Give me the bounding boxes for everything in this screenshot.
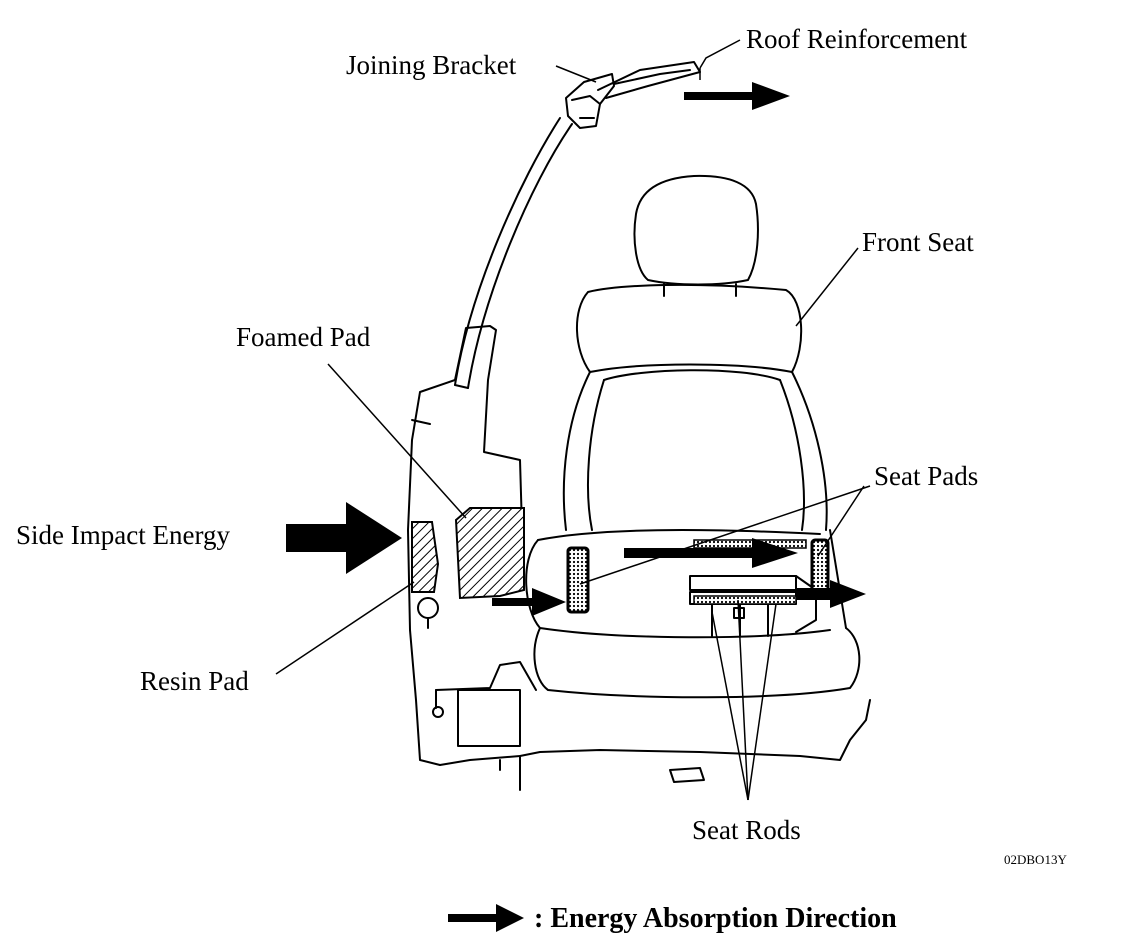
legend-arrow xyxy=(448,904,524,932)
resin-pad-label: Resin Pad xyxy=(140,666,249,696)
seat-back xyxy=(562,369,828,531)
joining-bracket-label: Joining Bracket xyxy=(346,50,517,80)
leader-lines xyxy=(275,39,871,801)
seat-rods-label: Seat Rods xyxy=(692,815,801,845)
roof-reinforcement xyxy=(597,61,701,99)
seat-cushion xyxy=(525,529,861,699)
resin-pad xyxy=(411,521,440,593)
joining-bracket xyxy=(565,73,615,129)
side-impact-energy-label: Side Impact Energy xyxy=(16,520,230,550)
foamed-pad-energy-arrow xyxy=(492,588,566,616)
headrest xyxy=(633,174,759,297)
side-impact-arrow xyxy=(286,502,402,574)
pillar-strip xyxy=(454,117,573,389)
seat-pad-right xyxy=(810,538,830,598)
legend-text: : Energy Absorption Direction xyxy=(534,903,897,934)
seat-back-upper xyxy=(576,283,803,373)
roof-energy-arrow xyxy=(684,82,790,110)
seat-energy-arrow-upper xyxy=(624,538,798,568)
seat-rod-upper xyxy=(693,539,807,549)
floor-base xyxy=(432,661,871,791)
seat-pads-label: Seat Pads xyxy=(874,461,979,491)
pillar-trim xyxy=(407,325,523,766)
roof-reinforcement-label: Roof Reinforcement xyxy=(746,24,968,54)
figure-code: 02DBO13Y xyxy=(1004,852,1067,867)
resin-pad-body xyxy=(417,597,439,629)
seat-rod-lower xyxy=(693,595,797,605)
foamed-pad xyxy=(454,507,525,600)
seat-pad-left xyxy=(566,546,590,614)
foamed-pad-label: Foamed Pad xyxy=(236,322,371,352)
front-seat-label: Front Seat xyxy=(862,227,974,257)
seat-rails xyxy=(689,575,817,637)
seat-energy-arrow-lower xyxy=(796,580,866,608)
